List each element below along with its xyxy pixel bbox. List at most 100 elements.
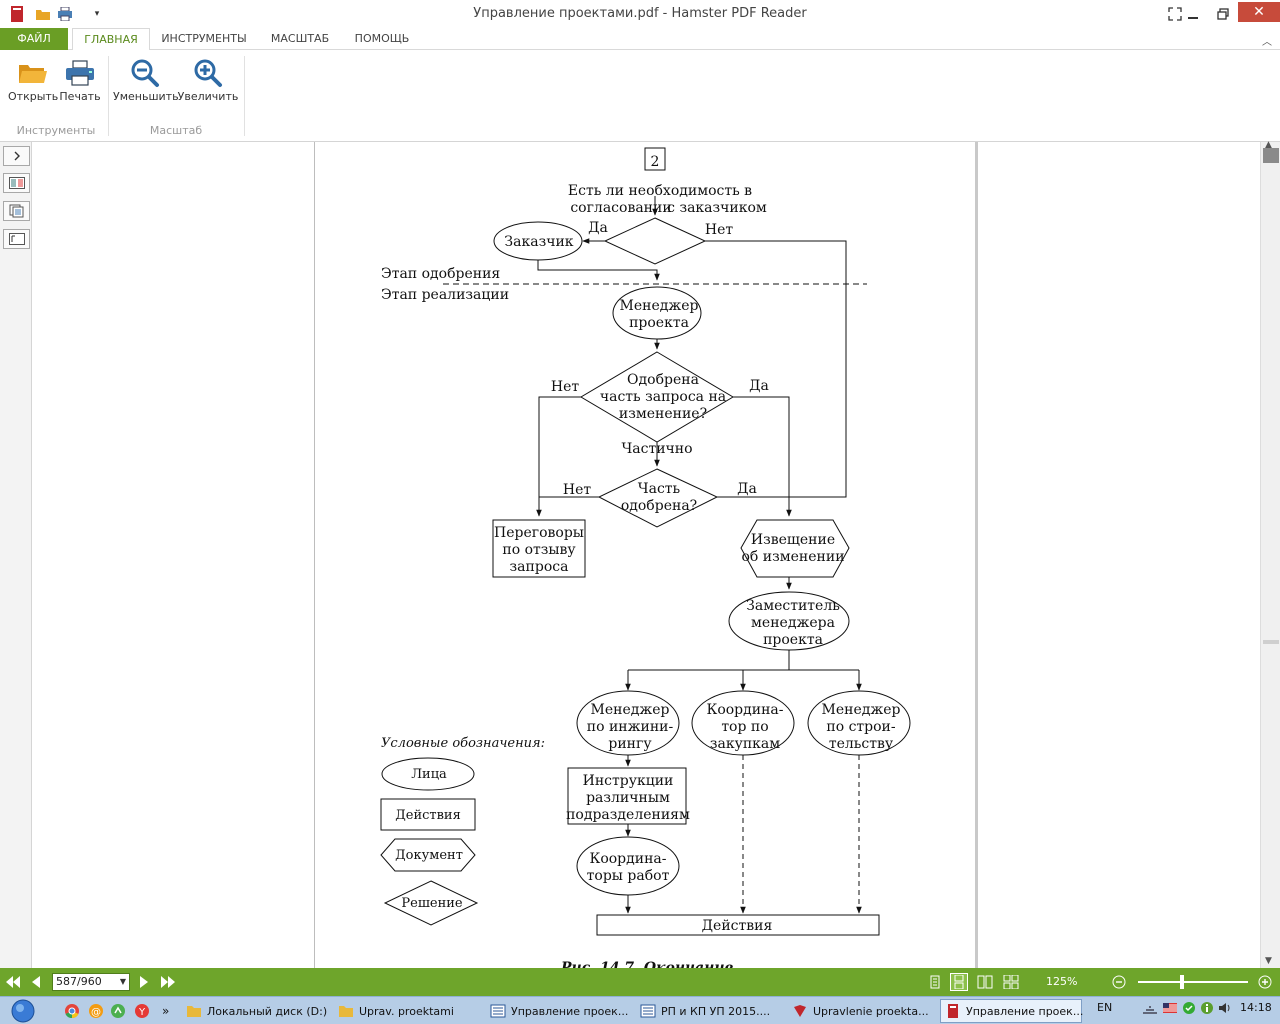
single-page-view-icon[interactable]	[926, 973, 944, 991]
continuous-view-icon[interactable]	[950, 973, 968, 991]
restore-button[interactable]	[1208, 4, 1238, 24]
language-indicator[interactable]: EN	[1097, 1001, 1113, 1014]
torrent-icon[interactable]	[110, 999, 126, 1023]
yandex-browser-icon[interactable]: Y	[134, 999, 150, 1023]
legend-document-hexagon	[380, 838, 476, 872]
question-line2a: согласовании	[570, 200, 671, 216]
first-page-icon[interactable]	[4, 972, 22, 992]
page-number-input[interactable]: 587/960 ▼	[52, 973, 130, 991]
zoom-slider-track[interactable]	[1138, 981, 1248, 983]
page-number-value: 587/960	[56, 975, 102, 988]
tab-tools[interactable]: ИНСТРУМЕНТЫ	[161, 32, 247, 45]
yes-label-3: Да	[737, 481, 757, 497]
zoom-level: 125%	[1046, 975, 1078, 988]
decision-agreement	[603, 217, 707, 265]
coord-line2: торы работ	[587, 868, 670, 884]
vertical-scrollbar[interactable]: ▲ ▼	[1260, 140, 1280, 968]
deputy-line2: менеджера	[751, 615, 835, 631]
minimize-button[interactable]	[1178, 4, 1208, 24]
part-line2: одобрена?	[621, 498, 697, 514]
no-label-2: Нет	[551, 379, 579, 395]
clock[interactable]: 14:18	[1240, 1001, 1272, 1014]
tab-zoom[interactable]: МАСШТАБ	[270, 32, 330, 45]
taskbar-item-word-doc[interactable]: Управление проек...	[490, 999, 634, 1023]
zoom-minus-icon[interactable]	[1110, 972, 1128, 992]
yes-label-1: Да	[588, 220, 608, 236]
fullscreen-icon[interactable]	[1160, 4, 1190, 24]
start-button[interactable]	[8, 999, 42, 1023]
flag-tray-icon[interactable]	[1162, 1001, 1178, 1018]
mail-icon[interactable]: @	[88, 999, 104, 1023]
taskbar-overflow-icon[interactable]: »	[162, 1004, 170, 1018]
print-button[interactable]: Печать	[58, 56, 102, 112]
taskbar-item-label: РП и КП УП 2015....	[661, 1004, 771, 1018]
no-label-1: Нет	[705, 222, 733, 238]
bookmarks-panel-button[interactable]	[3, 229, 30, 249]
approved-line3: изменение?	[619, 406, 707, 422]
prev-page-icon[interactable]	[28, 972, 44, 992]
network-tray-icon[interactable]	[1142, 1001, 1158, 1018]
scrollbar-thumb[interactable]	[1263, 148, 1279, 163]
negot-line3: запроса	[510, 559, 569, 575]
stage-approval-label: Этап одобрения	[381, 266, 500, 282]
continuous-facing-view-icon[interactable]	[1002, 973, 1020, 991]
zoom-slider-thumb[interactable]	[1180, 975, 1184, 989]
pages-panel-button[interactable]	[3, 201, 30, 221]
last-page-icon[interactable]	[158, 972, 178, 992]
taskbar-item-hamster-active[interactable]: Управление проек...	[940, 999, 1084, 1023]
constr-line1: Менеджер	[822, 702, 901, 718]
chevron-right-icon	[14, 151, 20, 161]
zoom-in-button[interactable]: Увеличить	[177, 56, 239, 112]
proc-line2: тор по	[721, 719, 768, 735]
antivirus-tray-icon[interactable]	[1182, 1001, 1196, 1018]
taskbar-item-upravlenie[interactable]: Upravlenie proekta...	[792, 999, 932, 1023]
instr-line1: Инструкции	[583, 773, 674, 789]
chrome-icon[interactable]	[64, 999, 80, 1023]
page-dropdown-icon[interactable]: ▼	[119, 977, 126, 986]
document-view[interactable]: 2 Есть ли необходимость в согласовании с…	[32, 142, 1260, 968]
quick-print-icon[interactable]	[56, 5, 74, 23]
hamster-pdf-icon	[948, 1004, 958, 1018]
zoom-plus-icon[interactable]	[1256, 972, 1274, 992]
volume-tray-icon[interactable]	[1218, 1001, 1232, 1018]
quick-access-dropdown-icon[interactable]: ▾	[94, 9, 100, 19]
facing-view-icon[interactable]	[976, 973, 994, 991]
tab-file[interactable]: ФАЙЛ	[0, 28, 68, 50]
folder-icon	[187, 1006, 201, 1017]
eng-line3: рингу	[608, 736, 652, 752]
zoom-in-label: Увеличить	[177, 90, 239, 103]
thumbnails-panel-button[interactable]	[3, 173, 30, 193]
open-button[interactable]: Открыть	[8, 56, 58, 112]
expand-panel-button[interactable]	[3, 146, 30, 166]
pm-line2: проекта	[629, 315, 689, 331]
taskbar-item-label: Управление проек...	[966, 1004, 1084, 1018]
zoom-in-icon	[177, 56, 239, 90]
collapse-ribbon-icon[interactable]: ︿	[1262, 37, 1272, 48]
taskbar-item-local-disk[interactable]: Локальный диск (D:)	[186, 999, 328, 1023]
windows-orb-icon	[11, 999, 35, 1023]
scroll-position-marker	[1263, 640, 1279, 644]
question-line1: Есть ли необходимость в	[568, 183, 752, 199]
scroll-up-arrow-icon[interactable]: ▲	[1265, 140, 1272, 150]
quick-open-icon[interactable]	[34, 5, 52, 23]
window-title: Управление проектами.pdf - Hamster PDF R…	[473, 6, 807, 21]
actions-bar	[596, 914, 880, 936]
instructions-box	[567, 767, 687, 825]
tab-home[interactable]: ГЛАВНАЯ	[72, 28, 150, 51]
yes-label-2: Да	[749, 378, 769, 394]
flowchart-figure: 2 Есть ли необходимость в согласовании с…	[380, 147, 911, 968]
pdf-app-icon	[794, 1005, 806, 1017]
instr-line3: подразделениям	[566, 807, 690, 823]
next-page-icon[interactable]	[136, 972, 152, 992]
close-button[interactable]: ✕	[1238, 2, 1280, 22]
taskbar-item-uprav-folder[interactable]: Uprav. proektami	[338, 999, 484, 1023]
taskbar-item-rp-kp[interactable]: РП и КП УП 2015....	[640, 999, 786, 1023]
zoom-out-button[interactable]: Уменьшить	[113, 56, 179, 112]
stage-implementation-label: Этап реализации	[381, 287, 509, 303]
scroll-down-arrow-icon[interactable]: ▼	[1265, 956, 1272, 966]
info-tray-icon[interactable]	[1200, 1001, 1214, 1018]
start-marker-label: 2	[651, 154, 660, 170]
tab-help[interactable]: ПОМОЩЬ	[354, 32, 410, 45]
pages-icon	[9, 204, 23, 218]
